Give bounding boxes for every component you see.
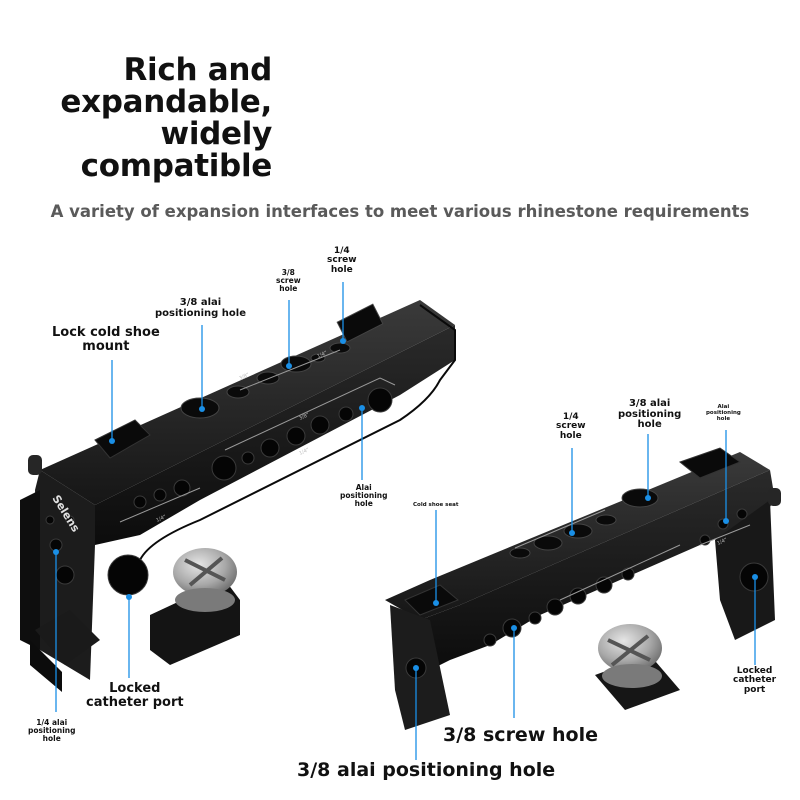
callout-left-locked-catheter-line-1: Locked [109,681,161,696]
callout-lines [53,282,758,760]
callout-left-14-alai: 1/4 alai positioning hole [28,719,75,743]
callout-right-locked-catheter: Locked catheter port [733,666,777,695]
callout-left-14-alai-line-3: hole [42,733,61,743]
callout-lock-cold-shoe-line-2: mount [82,338,130,354]
callout-left-alai-line-3: hole [354,498,373,508]
callout-left-38-screw-line-2: screw [276,275,301,285]
callout-right-14-screw: 1/4 screw hole [556,412,586,441]
right-knob [598,624,662,688]
callout-right-locked-catheter-line-3: port [743,684,766,695]
callout-left-38-alai: 3/8 alai positioning hole [155,297,246,319]
left-top-handle [20,300,456,692]
callout-left-alai-line-1: Alai [355,483,372,492]
callout-right-38-alai-line-1: 3/8 alai [628,398,671,409]
callout-left-38-alai-line-1: 3/8 alai [179,297,222,308]
subtitle: A variety of expansion interfaces to mee… [50,202,750,221]
right-top-handle [385,447,781,730]
engraving-5: 1/4" [155,514,167,524]
callout-left-14-screw: 1/4 screw hole [327,246,357,275]
callout-left-38-alai-line-2: positioning hole [155,307,246,319]
callout-right-14-screw-line-2: screw [556,421,586,432]
callout-right-38-alai-line-2: positioning [618,408,682,420]
headline-line-2: expandable, [60,84,272,120]
headline-line-4: compatible [80,148,273,184]
callout-right-14-screw-line-3: hole [559,430,582,441]
callout-right-14-screw-line-1: 1/4 [562,412,579,422]
callout-left-locked-catheter: Locked catheter port [86,682,184,709]
engraving-1: 3/8" [238,372,250,382]
callout-left-alai: Alai positioning hole [340,484,387,508]
callout-left-14-screw-line-3: hole [330,264,353,275]
engraving-2: 1/4" [316,350,328,360]
callout-left-38-screw-line-3: hole [279,283,298,293]
callout-right-alai-line-3: hole [716,415,731,422]
callout-right-alai-line-2: positioning [706,409,741,416]
callout-left-14-screw-line-2: screw [327,255,357,266]
headline: Rich and expandable, widely compatible [60,54,272,182]
callout-right-alai: Alai positioning hole [706,404,741,422]
callout-left-alai-line-2: positioning [340,490,388,500]
callout-right-38-screw: 3/8 screw hole [443,724,598,746]
callout-right-alai-line-1: Alai [717,404,730,410]
callout-left-14-alai-line-2: positioning [28,725,76,735]
headline-line-1: Rich and [123,52,272,88]
callout-left-14-alai-line-1: 1/4 alai [36,718,68,727]
callout-right-cold-shoe-seat: Cold shoe seat [413,502,459,508]
callout-left-38-screw-line-1: 3/8 [281,268,295,277]
callout-bottom-38-alai: 3/8 alai positioning hole [297,759,556,781]
left-knob [173,548,237,612]
engraving-6: 1/4" [716,537,728,547]
callout-left-38-screw: 3/8 screw hole [276,269,301,293]
callout-left-locked-catheter-line-2: catheter port [86,694,184,710]
callout-right-38-alai-line-3: hole [637,419,662,430]
engraving-4: 1/4" [298,447,310,457]
engraving-3: 3/8" [298,412,310,422]
callout-right-locked-catheter-line-1: Locked [736,666,773,676]
callout-lock-cold-shoe-line-1: Lock cold shoe [52,325,160,340]
callout-left-14-screw-line-1: 1/4 [333,246,350,256]
headline-line-3: widely [160,116,272,152]
callout-right-38-alai: 3/8 alai positioning hole [618,398,682,431]
callout-right-locked-catheter-line-2: catheter [733,675,777,686]
callout-lock-cold-shoe-mount: Lock cold shoe mount [52,326,160,353]
